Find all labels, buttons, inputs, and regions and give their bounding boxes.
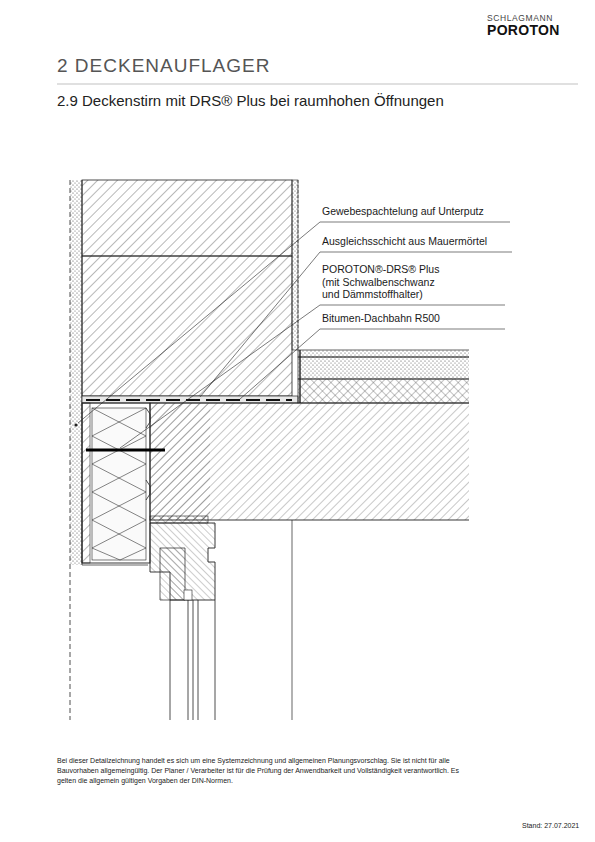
logo-text: SCHLAGMANN <box>487 13 553 23</box>
disclaimer-note: Bei dieser Detailzeichnung handelt es si… <box>57 756 472 785</box>
frame-profile <box>150 523 215 600</box>
plaster-edge <box>298 180 299 350</box>
insulation-symbol <box>92 408 146 560</box>
frame-edge <box>215 600 216 720</box>
masonry-wall <box>82 180 298 396</box>
brick <box>82 256 292 396</box>
slab <box>150 403 470 520</box>
callout-label: POROTON®-DRS® Plus (mit Schwalbenschwanz… <box>322 263 450 301</box>
drs-shell <box>82 403 150 563</box>
callout-label: Bitumen-Dachbahn R500 <box>322 312 440 325</box>
callout-label: Gewebespachtelung auf Unterputz <box>322 205 484 218</box>
rule <box>57 84 578 85</box>
page-title: 2 DECKENAUFLAGER <box>57 55 270 78</box>
plaster-exterior <box>70 180 82 720</box>
label-underline <box>320 252 512 253</box>
floor-buildup <box>298 350 470 403</box>
insulation-symbol <box>92 408 146 560</box>
glass <box>198 600 199 720</box>
logo-text: POROTON <box>487 22 560 39</box>
leader-line <box>78 222 320 423</box>
label-underline <box>320 305 505 306</box>
impact-insulation <box>298 379 470 403</box>
leader-lines <box>78 222 512 448</box>
concrete-slab <box>150 345 470 525</box>
reveal-line <box>82 565 148 566</box>
date-stamp: Stand: 27.07.2021 <box>522 822 579 830</box>
break-line <box>469 345 471 525</box>
sash-profile <box>160 548 185 600</box>
leader-line <box>240 329 320 399</box>
header-rules <box>57 84 578 85</box>
frame-edge <box>170 600 171 720</box>
glass <box>188 600 189 720</box>
window-frame <box>82 516 292 720</box>
reveal-line <box>292 520 293 720</box>
dovetail <box>146 408 150 500</box>
leader-line <box>200 252 320 397</box>
glass <box>193 600 194 720</box>
anchor-point <box>74 423 77 426</box>
sealing <box>150 516 208 523</box>
leader-line <box>120 305 320 448</box>
bitumen-membrane <box>86 399 292 401</box>
leveling-layer <box>82 396 298 403</box>
slab-edge <box>150 403 210 520</box>
floor-finish <box>298 350 470 357</box>
callout-label: Ausgleichsschicht aus Mauermörtel <box>322 235 487 248</box>
insulation <box>92 408 146 560</box>
edge-strip <box>299 350 300 403</box>
label-underline <box>320 222 510 223</box>
plaster-edge <box>70 180 71 720</box>
mortar-layer <box>82 396 298 403</box>
plaster-band <box>70 180 82 565</box>
subtitle: 2.9 Deckenstirn mit DRS® Plus bei raumho… <box>57 92 444 110</box>
drs-brick-face <box>82 403 90 563</box>
screed <box>298 357 470 379</box>
glazing-bead <box>184 590 192 600</box>
insulation-holder <box>86 449 165 452</box>
brick <box>82 180 292 256</box>
label-underline <box>320 329 505 330</box>
